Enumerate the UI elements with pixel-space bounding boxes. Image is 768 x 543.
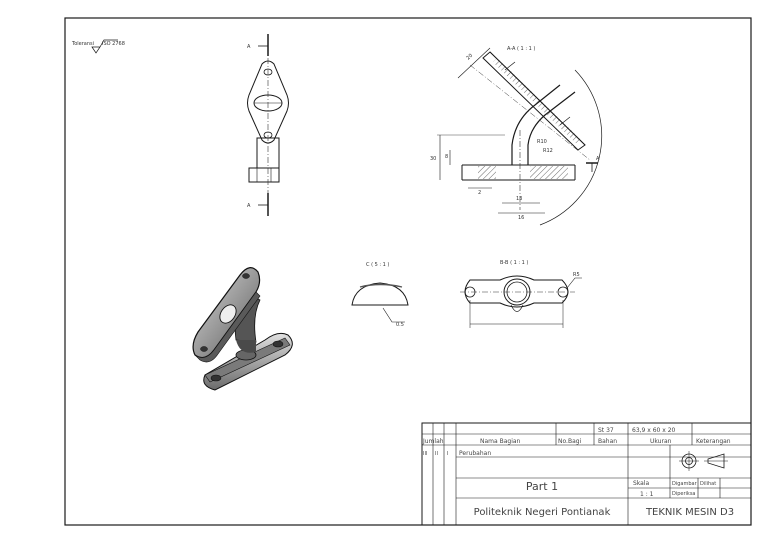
section-view-label: A-A ( 1 : 1 ) — [507, 46, 535, 52]
scale-value: 1 : 1 — [640, 491, 654, 498]
detail-c-label: C ( 5 : 1 ) — [366, 262, 389, 268]
dim-20: 20 — [465, 53, 474, 62]
tolerance-label: Toleransi — [71, 41, 94, 47]
header-nama-bagian: Nama Bagian — [480, 438, 521, 445]
detail-b-view: B-B ( 1 : 1 ) R5 — [460, 260, 582, 328]
size-value: 63,9 x 60 x 20 — [632, 427, 676, 434]
rev-col-1: I — [447, 451, 448, 457]
projection-symbol-icon — [679, 451, 728, 471]
revision-label: Perubahan — [459, 450, 491, 457]
section-view: A-A ( 1 : 1 ) 20 30 8 2 13 16 R10 R12 A — [430, 46, 603, 226]
rev-col-3: III — [423, 451, 427, 457]
section-marker-bottom: A — [247, 203, 251, 209]
dim-30: 30 — [430, 156, 436, 162]
detail-c-view: C ( 5 : 1 ) 0.5 — [351, 262, 409, 328]
dim-16: 16 — [518, 215, 524, 221]
approved-label: Diperiksa — [672, 491, 696, 497]
sheet-border — [64, 17, 752, 526]
dim-r5: R5 — [573, 272, 580, 278]
header-ukuran: Ukuran — [650, 438, 672, 445]
dim-2: 2 — [478, 190, 481, 196]
drawn-label: Digambar — [672, 481, 698, 487]
section-marker-top: A — [247, 44, 251, 50]
part-name: Part 1 — [526, 480, 558, 493]
material-value: St 37 — [598, 427, 614, 434]
header-bahan: Bahan — [598, 438, 617, 445]
isometric-view — [192, 267, 293, 391]
front-view: A A — [247, 34, 289, 216]
dim-13: 13 — [516, 196, 522, 202]
header-jumlah: Jumlah — [422, 438, 444, 445]
header-keterangan: Keterangan — [696, 438, 731, 445]
detail-b-label: B-B ( 1 : 1 ) — [500, 260, 528, 266]
tolerance-note: Toleransi ISO 2768 — [71, 39, 125, 54]
header-no-bagian: No.Bagi — [558, 438, 582, 445]
scale-label: Skala — [633, 480, 650, 487]
tolerance-value: ISO 2768 — [102, 41, 125, 47]
checked-label: Dilihat — [700, 481, 716, 487]
dim-r12: R12 — [543, 148, 553, 154]
dim-8: 8 — [445, 154, 448, 160]
section-marker-right: A — [596, 156, 600, 162]
department-name: TEKNIK MESIN D3 — [645, 507, 734, 518]
dim-r10: R10 — [537, 139, 547, 145]
rev-col-2: II — [435, 451, 438, 457]
institution-name: Politeknik Negeri Pontianak — [474, 507, 611, 518]
chamfer-label: 0.5 — [396, 322, 404, 328]
title-block: St 37 63,9 x 60 x 20 Jumlah Nama Bagian … — [421, 422, 752, 526]
